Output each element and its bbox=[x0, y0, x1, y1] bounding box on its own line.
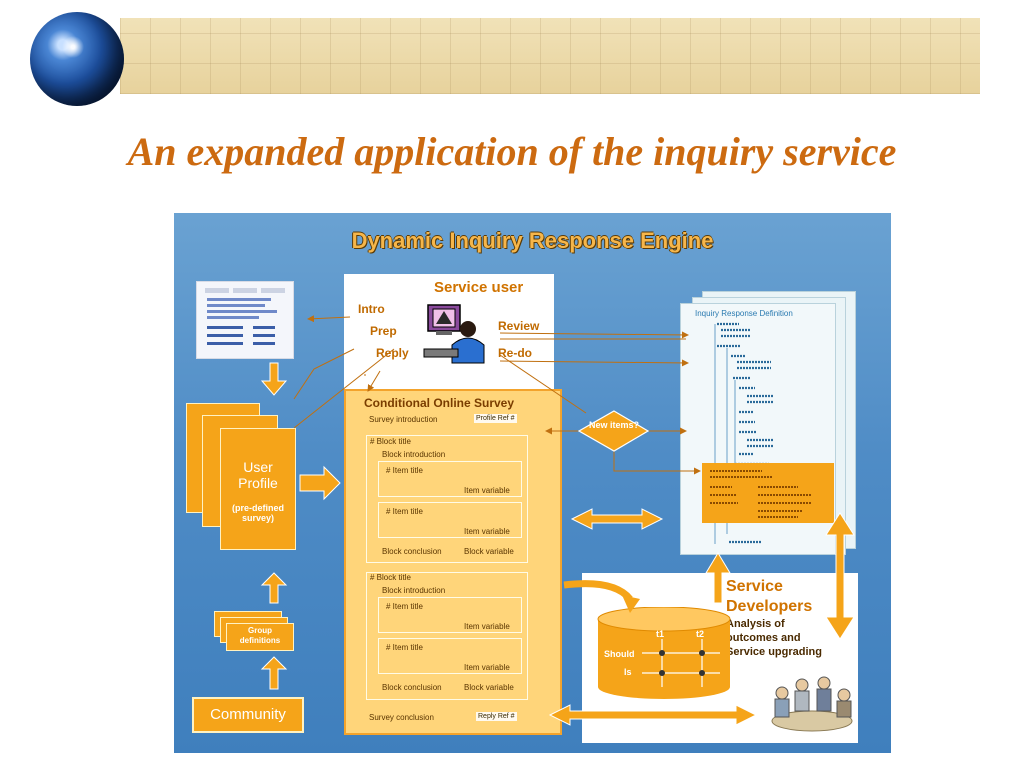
block-2-item-1-variable: Item variable bbox=[464, 622, 510, 631]
survey-block-2 bbox=[366, 572, 528, 700]
block-2-item-2 bbox=[378, 638, 522, 674]
block-1-item-1-variable: Item variable bbox=[464, 486, 510, 495]
developers-title-line1: Service bbox=[726, 578, 783, 595]
developers-subtitle: Analysis of outcomes and Service upgradi… bbox=[726, 617, 822, 659]
community-box: Community bbox=[192, 697, 304, 733]
developers-meeting-illustration bbox=[766, 663, 858, 739]
block-2-item-2-variable: Item variable bbox=[464, 663, 510, 672]
block-2-item-1 bbox=[378, 597, 522, 633]
developers-sub-line2: outcomes and bbox=[726, 632, 801, 644]
user-profile-line2: Profile bbox=[238, 475, 278, 491]
developers-title-line2: Developers bbox=[726, 598, 813, 615]
block-1-introduction: Block introduction bbox=[382, 450, 446, 459]
db-t1: t1 bbox=[656, 629, 665, 639]
reply-ref: Reply Ref # bbox=[476, 712, 517, 721]
user-profile-note: (pre-defined survey) bbox=[231, 503, 284, 523]
service-user-title: Service user bbox=[434, 279, 524, 296]
intro-label: Intro bbox=[358, 302, 385, 316]
survey-list-thumbnail bbox=[196, 281, 294, 359]
block-2-introduction: Block introduction bbox=[382, 586, 446, 595]
group-definitions-card: Group definitions bbox=[226, 623, 294, 651]
group-definitions-label: Group definitions bbox=[239, 626, 281, 645]
slide-title: An expanded application of the inquiry s… bbox=[127, 129, 897, 174]
block-1-conclusion: Block conclusion bbox=[382, 547, 442, 556]
prep-label: Prep bbox=[370, 324, 397, 338]
block-1-title: # Block title bbox=[370, 437, 411, 446]
profile-ref: Profile Ref # bbox=[474, 414, 517, 423]
block-1-item-2-title: # Item title bbox=[386, 507, 423, 516]
developers-sub-line3: Service upgrading bbox=[726, 646, 822, 658]
user-profile-line1: User bbox=[243, 459, 273, 475]
block-2-title: # Block title bbox=[370, 573, 411, 582]
definition-doc-title: Inquiry Response Definition bbox=[695, 309, 793, 318]
reply-label: Reply bbox=[376, 346, 409, 360]
block-1-item-2 bbox=[378, 502, 522, 538]
db-is: Is bbox=[624, 667, 632, 677]
block-1-variable: Block variable bbox=[464, 547, 514, 556]
block-1-item-2-variable: Item variable bbox=[464, 527, 510, 536]
review-label: Review bbox=[498, 319, 540, 333]
block-2-conclusion: Block conclusion bbox=[382, 683, 442, 692]
survey-block-1 bbox=[366, 435, 528, 563]
db-should: Should bbox=[604, 649, 635, 659]
new-items-decision: New items? bbox=[588, 420, 639, 430]
redo-label: Re-do bbox=[498, 346, 532, 360]
map-banner bbox=[120, 18, 980, 94]
user-profile-card: User Profile (pre-defined survey) bbox=[220, 428, 296, 550]
developers-sub-line1: Analysis of bbox=[726, 618, 785, 630]
database-cylinder: t1 t2 Should Is bbox=[596, 606, 732, 701]
block-2-item-1-title: # Item title bbox=[386, 602, 423, 611]
engine-title: Dynamic Inquiry Response Engine bbox=[351, 228, 714, 253]
block-1-item-1 bbox=[378, 461, 522, 497]
survey-introduction: Survey introduction bbox=[369, 415, 438, 424]
consequence-block bbox=[702, 463, 834, 523]
block-2-variable: Block variable bbox=[464, 683, 514, 692]
survey-conclusion: Survey conclusion bbox=[369, 713, 434, 722]
db-t2: t2 bbox=[696, 629, 705, 639]
diagram-panel: Dynamic Inquiry Response Engine Service … bbox=[174, 213, 891, 753]
block-2-item-2-title: # Item title bbox=[386, 643, 423, 652]
survey-title: Conditional Online Survey bbox=[364, 396, 515, 410]
developers-title: Service Developers bbox=[726, 577, 812, 617]
globe-icon bbox=[30, 12, 124, 106]
computer-user-icon bbox=[422, 301, 494, 367]
block-1-item-1-title: # Item title bbox=[386, 466, 423, 475]
